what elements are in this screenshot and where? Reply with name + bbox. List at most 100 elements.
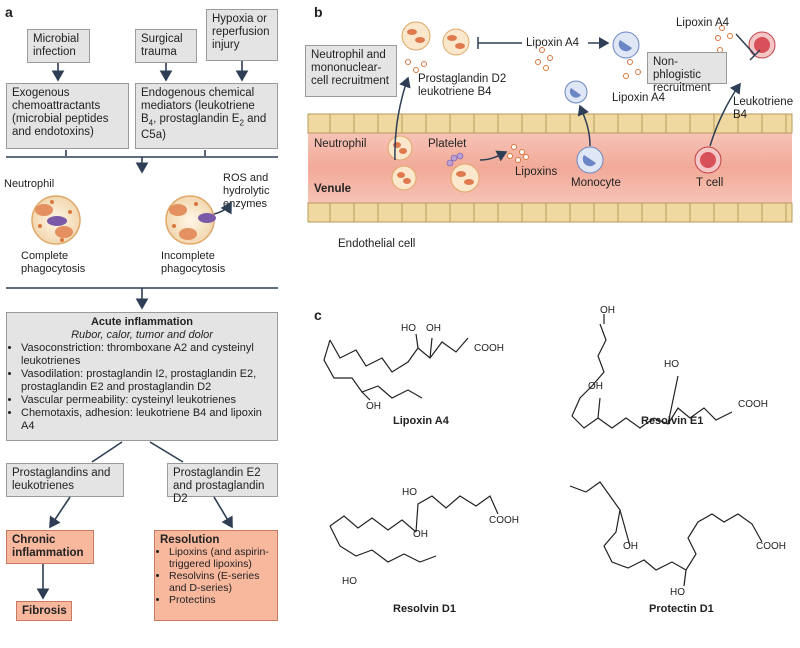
surgical-trauma-box: Surgical trauma <box>135 29 197 63</box>
protectin-d1-ho-label: HO <box>670 587 685 598</box>
lipoxin-a4-name: Lipoxin A4 <box>393 415 449 427</box>
panel-c-letter: c <box>314 307 322 323</box>
chronic-label: Chronic inflammation <box>12 534 84 559</box>
resolvin-d1-cooh-label: COOH <box>489 515 519 526</box>
protectin-d1-oh-label: OH <box>623 541 638 552</box>
recruitment-box: Neutrophil and mononuclear-cell recruitm… <box>305 45 397 97</box>
complete-phagocytosis-label: Complete phagocytosis <box>21 250 86 275</box>
neutrophil-incomplete-icon <box>165 195 216 245</box>
lipoxin-oh-bottom-label: OH <box>366 401 381 412</box>
lipoxin-oh-label: OH <box>426 323 441 334</box>
lipoxin-a4-chain <box>329 337 469 373</box>
microbial-infection-label: Microbial infection <box>33 33 80 58</box>
t-cell-label: T cell <box>696 177 724 189</box>
monocyte-label: Monocyte <box>571 177 621 189</box>
inhibit-bar-2 <box>749 49 761 61</box>
endogenous-sub-2: 2 <box>239 118 244 128</box>
pge2-pgd2-box: Prostaglandin E2 and prostaglandin D2 <box>167 463 278 505</box>
resolvin-d1-left <box>329 515 417 533</box>
acute-title: Acute inflammation <box>90 316 194 328</box>
pg-lt-box: Prostaglandins and leukotrienes <box>6 463 124 497</box>
lipoxin-a4-right-label: Lipoxin A4 <box>676 17 730 29</box>
lipoxin-a4-oh-2 <box>429 337 433 359</box>
neutrophil-b-label: Neutrophil <box>314 138 367 150</box>
chronic-inflammation-box: Chronic inflammation <box>6 530 94 564</box>
incomplete-phagocytosis-label: Incomplete phagocytosis <box>161 250 226 275</box>
venule-label: Venule <box>314 183 352 195</box>
inhibit-line-2 <box>735 33 756 56</box>
endogenous-text-1: Endogenous chemical mediators (leukotrie… <box>141 87 255 125</box>
resolvin-d1-name: Resolvin D1 <box>393 603 456 615</box>
platelet-icon <box>446 152 464 167</box>
endothelial-cell-label: Endothelial cell <box>338 238 416 250</box>
neutrophil-label-a: Neutrophil <box>4 178 55 190</box>
endothelium-top <box>307 113 793 134</box>
neutrophil-complete-icon <box>31 195 81 245</box>
resolution-title: Resolution <box>160 534 220 546</box>
panel-b-letter: b <box>314 4 323 20</box>
endogenous-text-3: and C5a) <box>141 113 267 142</box>
resolution-item: Lipoxins (and aspirin-triggered lipoxins… <box>169 546 272 570</box>
monocyte-icon <box>564 31 640 174</box>
endogenous-text-2: , prostaglandin E <box>153 113 240 125</box>
arrow-to-chronic <box>49 496 71 529</box>
resolvin-d1-ho-bottom-label: HO <box>342 576 357 587</box>
resolvin-e1-oh-top-label: OH <box>600 305 615 316</box>
ros-label: ROS and hydrolytic enzymes <box>223 172 270 210</box>
resolvin-d1-right <box>415 495 499 533</box>
resolvin-e1-cooh-label: COOH <box>738 399 768 410</box>
acute-item: Vasodilation: prostaglandin I2, prostagl… <box>21 368 272 394</box>
microbial-infection-box: Microbial infection <box>27 29 90 63</box>
acute-subtitle: Rubor, calor, tumor and dolor <box>71 329 213 341</box>
arrow-tcell-up <box>709 82 741 147</box>
line-acute-right <box>149 441 184 463</box>
resolvin-e1-oh-low <box>597 397 601 419</box>
lipoxin-a4-top-label: Lipoxin A4 <box>526 37 580 49</box>
recruitment-label: Neutrophil and mononuclear-cell recruitm… <box>311 49 389 87</box>
line-acute-left <box>91 441 123 463</box>
lipoxin-cooh-label: COOH <box>474 343 504 354</box>
endogenous-sub-1: 4 <box>148 118 154 128</box>
resolvin-d1-oh-label: OH <box>413 529 428 540</box>
protectin-d1-chain <box>569 481 687 571</box>
pg-lt-label: Prostaglandins and leukotrienes <box>12 467 111 492</box>
resolvin-e1-ho-label: HO <box>664 359 679 370</box>
arrow-to-resolution <box>213 496 233 529</box>
lipoxin-a4-tail <box>323 339 423 399</box>
pge2-pgd2-label: Prostaglandin E2 and prostaglandin D2 <box>173 467 265 505</box>
acute-item: Vasoconstriction: thromboxane A2 and cys… <box>21 342 272 368</box>
lipoxins-label: Lipoxins <box>515 166 558 178</box>
acute-inflammation-box: Acute inflammation Rubor, calor, tumor a… <box>6 312 278 441</box>
arrow-monocyte-up <box>577 104 591 147</box>
arrow-platelet <box>479 150 508 162</box>
hypoxia-label: Hypoxia or reperfusion injury <box>212 13 270 51</box>
t-cell-icon <box>694 31 776 174</box>
resolvin-e1-oh-mid <box>667 375 679 425</box>
endothelium-bottom <box>307 202 793 223</box>
arrow-ros <box>213 201 232 215</box>
resolvin-e1-oh-label: OH <box>588 381 603 392</box>
lipoxin-a4-oh-1 <box>415 333 419 349</box>
lipoxin-a4-oh-3 <box>361 391 371 401</box>
resolvin-d1-tail <box>329 525 437 563</box>
resolution-box: Resolution Lipoxins (and aspirin-trigger… <box>154 530 278 621</box>
hypoxia-box: Hypoxia or reperfusion injury <box>206 9 278 61</box>
leukotriene-b4-label: Leukotriene B4 <box>733 96 794 121</box>
protectin-d1-cooh-label: COOH <box>756 541 786 552</box>
surgical-trauma-label: Surgical trauma <box>141 33 183 58</box>
resolvin-e1-top <box>571 323 607 417</box>
neutrophil-icon <box>387 21 480 193</box>
arrow-neutrophil-up <box>394 76 411 161</box>
resolution-item: Resolvins (E-series and D-series) <box>169 570 272 594</box>
platelet-label: Platelet <box>428 138 467 150</box>
endogenous-box: Endogenous chemical mediators (leukotrie… <box>135 83 278 149</box>
exogenous-label: Exogenous chemoattractants (microbial pe… <box>12 87 109 138</box>
lipoxin-a4-mid-label: Lipoxin A4 <box>612 92 666 104</box>
fibrosis-label: Fibrosis <box>22 605 67 617</box>
acute-item: Chemotaxis, adhesion: leukotriene B4 and… <box>21 407 272 433</box>
resolvin-e1-name: Resolvin E1 <box>641 415 704 427</box>
lipoxin-ho-label: HO <box>401 323 416 334</box>
non-phlogistic-label: Non-phlogistic recruitment <box>653 56 711 94</box>
panel-c-structures <box>323 314 763 587</box>
